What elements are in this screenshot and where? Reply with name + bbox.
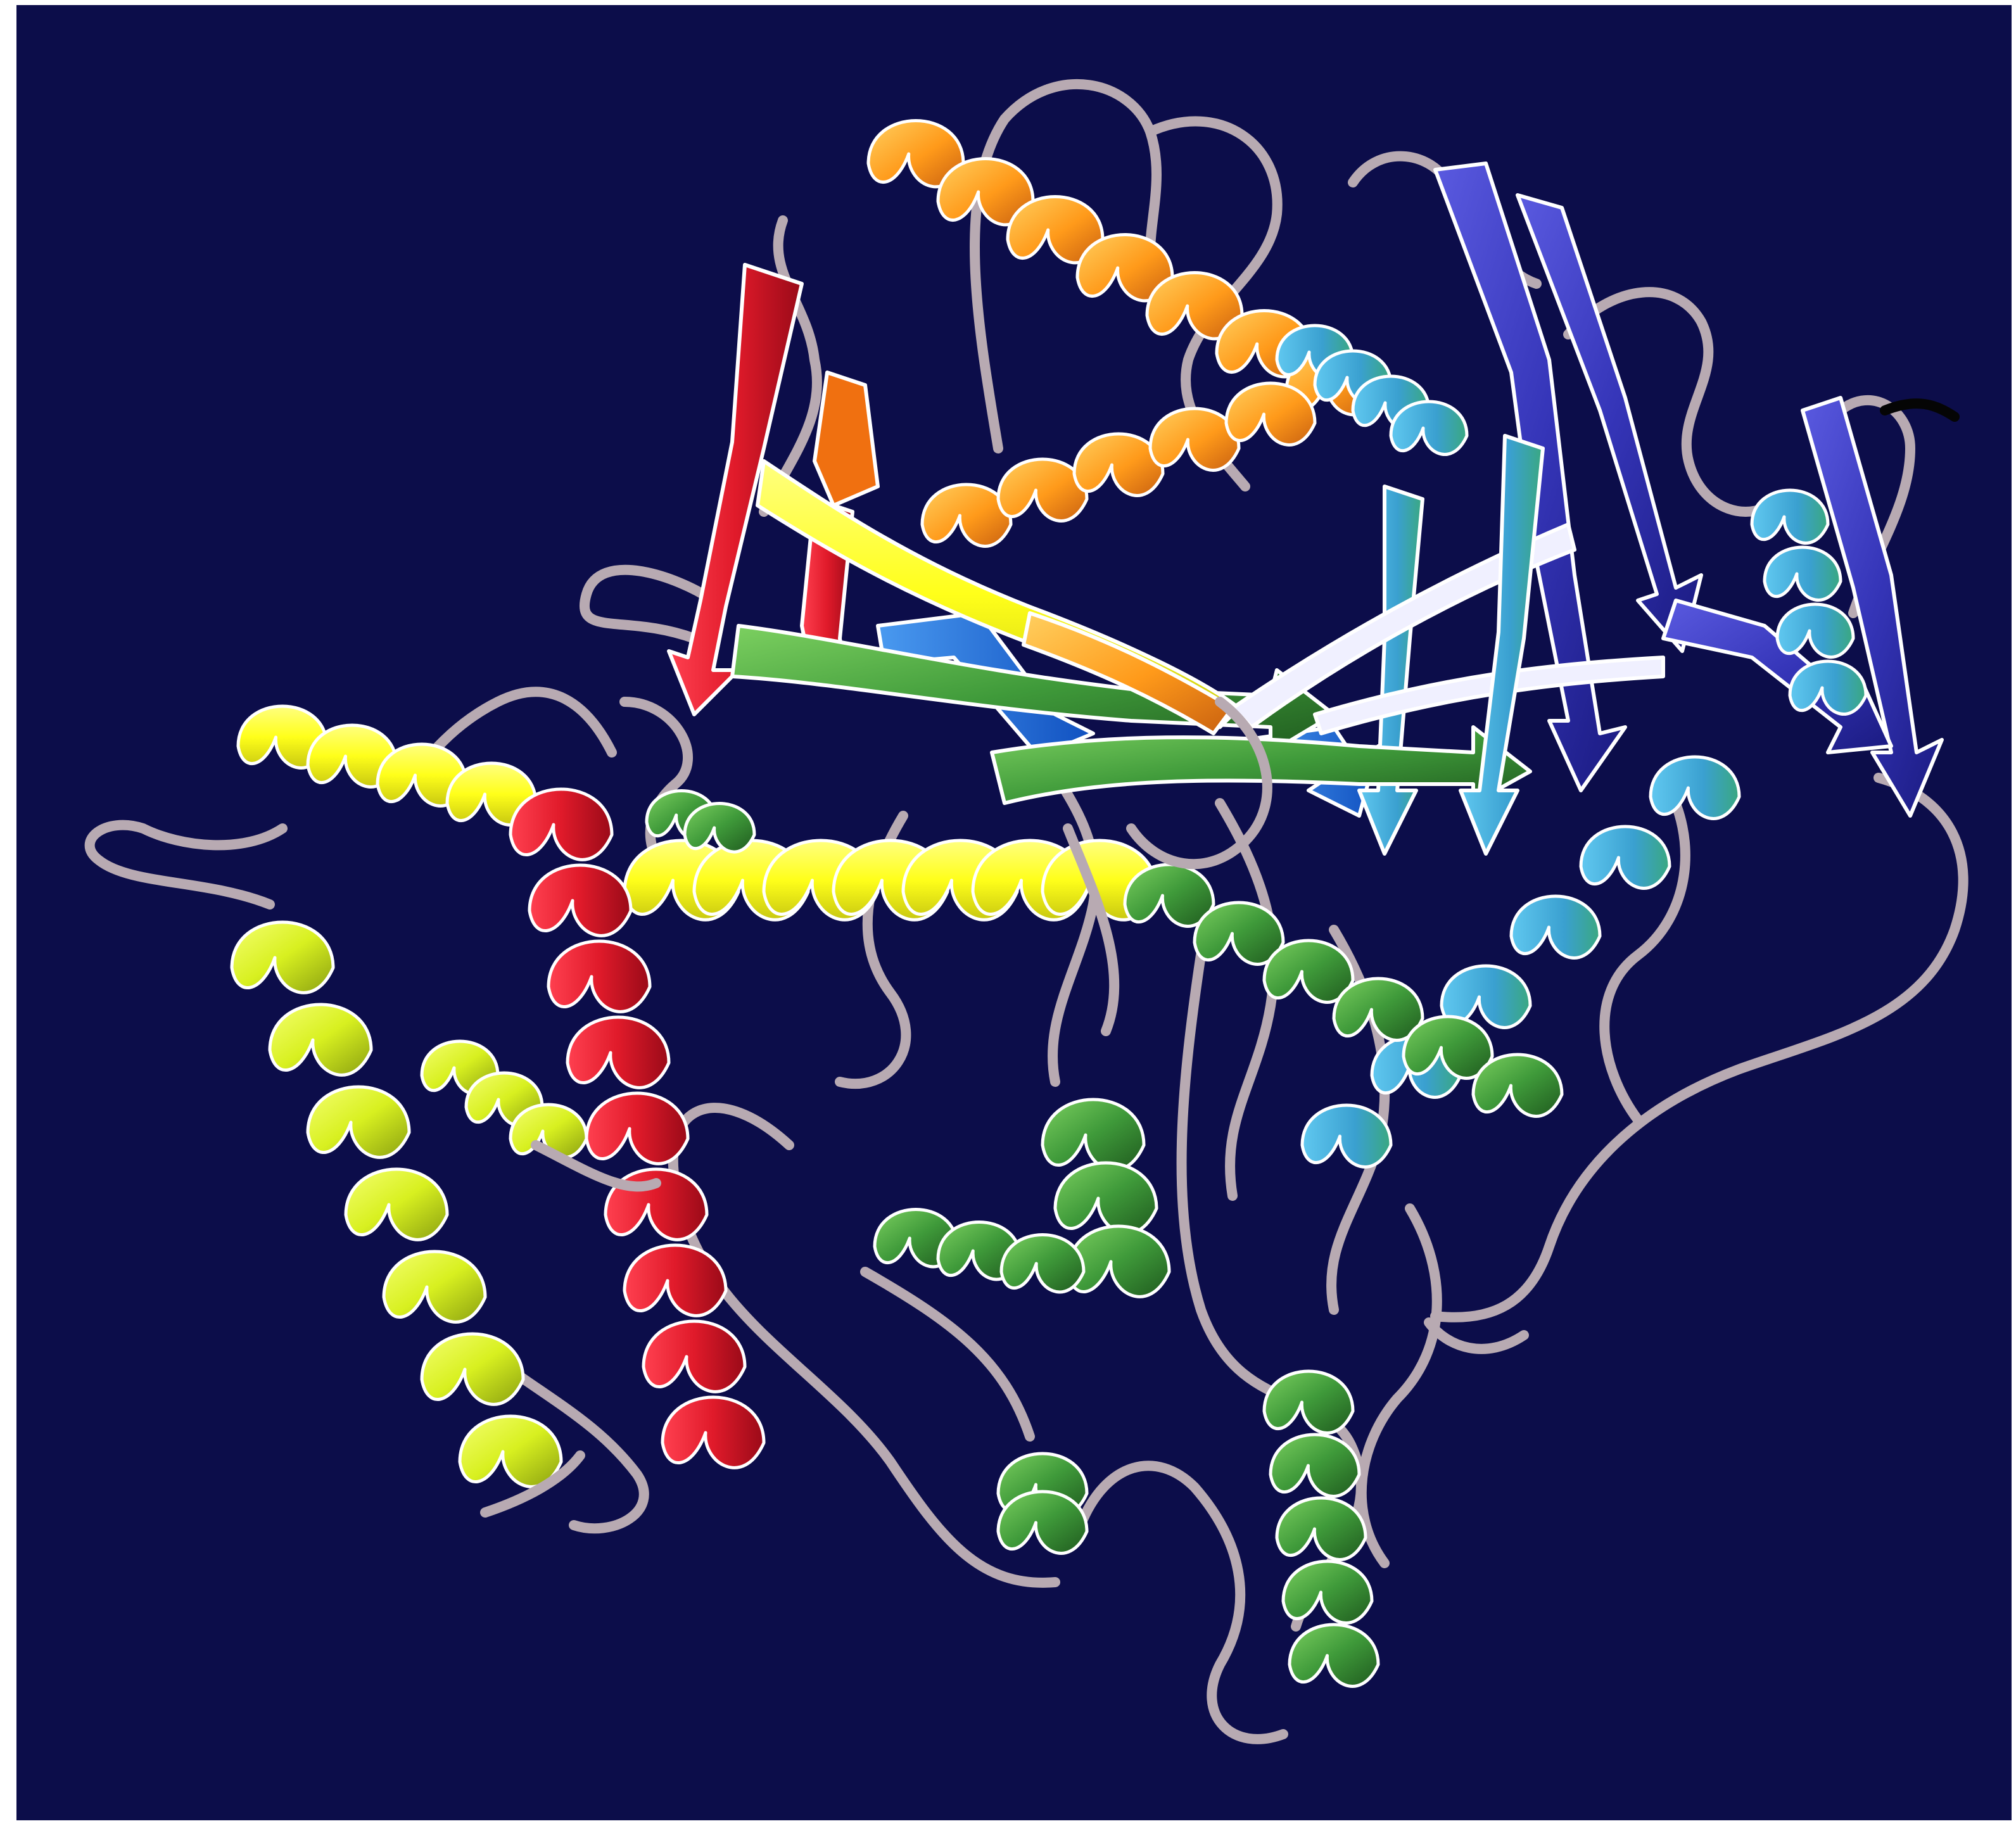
helix-turn xyxy=(420,1332,525,1406)
helix-turn xyxy=(268,1003,373,1077)
helix-turn xyxy=(528,863,633,937)
alpha-helices xyxy=(230,119,1868,1688)
helix-turn xyxy=(1281,1559,1374,1625)
helix-turn xyxy=(1269,1433,1361,1498)
helix-turn xyxy=(1300,1103,1393,1169)
helix-turn xyxy=(1275,1496,1367,1561)
helix-turn xyxy=(509,1103,588,1159)
helix-green-bottom-b xyxy=(1262,1369,1380,1688)
strand-blue-3 xyxy=(1801,396,1944,818)
sheet-yellow-2 xyxy=(1022,611,1234,735)
helix-turn xyxy=(230,920,335,994)
helix-turn xyxy=(920,483,1013,548)
helix-turn xyxy=(585,1091,690,1165)
helix-turn xyxy=(1332,977,1424,1042)
helix-turn xyxy=(1750,488,1830,545)
helix-red-left xyxy=(509,787,766,1469)
helix-turn xyxy=(1053,1161,1158,1235)
helix-turn xyxy=(306,1085,411,1159)
protein-ribbon-render xyxy=(16,5,2012,1820)
helix-turn xyxy=(642,1319,747,1393)
helix-green-small xyxy=(645,789,756,854)
strand-orange-1 xyxy=(813,371,880,507)
coil-loops xyxy=(84,79,1968,1744)
helix-turn xyxy=(382,1250,487,1324)
molecular-viewer[interactable] xyxy=(16,5,2012,1820)
sheet-white-2 xyxy=(1313,656,1665,735)
helix-turn xyxy=(344,1167,449,1241)
helix-turn xyxy=(1041,1098,1146,1172)
helix-turn xyxy=(996,457,1089,523)
helix-turn xyxy=(547,939,652,1013)
helix-turn xyxy=(1224,381,1317,447)
helix-turn xyxy=(999,1233,1086,1294)
helix-turn xyxy=(566,1015,671,1089)
helix-turn xyxy=(1509,894,1602,960)
helix-turn xyxy=(1066,1224,1171,1298)
helix-turn xyxy=(1262,1369,1355,1435)
helix-turn xyxy=(1579,825,1671,890)
helix-turn xyxy=(996,1490,1089,1555)
helix-cyan-right xyxy=(1750,488,1868,716)
helix-turn xyxy=(1389,400,1469,456)
helix-turn xyxy=(1402,1015,1494,1080)
sheet-green-1 xyxy=(730,624,1336,754)
helix-turn xyxy=(1763,545,1842,602)
helix-green-bottom-a xyxy=(996,1452,1089,1555)
helix-turn xyxy=(661,1395,766,1469)
helix-yellow-center xyxy=(623,839,1158,922)
strand-red-1 xyxy=(667,263,804,716)
helix-turn xyxy=(509,787,614,861)
helix-turn xyxy=(1123,863,1215,928)
helix-turn xyxy=(458,1414,563,1488)
helix-cyan-upper xyxy=(1275,324,1469,456)
helix-turn xyxy=(1288,1623,1380,1688)
helix-turn xyxy=(1788,659,1868,716)
helix-turn xyxy=(683,802,756,854)
helix-yellowgreen-small xyxy=(420,1039,588,1159)
helix-green-lower xyxy=(1041,1098,1171,1298)
sheet-white-1 xyxy=(1231,523,1576,729)
helix-turn xyxy=(1072,432,1165,497)
helix-turn xyxy=(1775,602,1855,659)
helix-yellowgreen-left xyxy=(230,920,563,1488)
helix-turn xyxy=(1148,407,1241,472)
helix-orange-mid xyxy=(920,381,1317,548)
helix-turn xyxy=(1471,1053,1564,1118)
strand-cyan-2 xyxy=(1459,434,1545,856)
coil-loops-front xyxy=(480,697,1529,1518)
helix-turn xyxy=(623,1243,728,1317)
helix-turn xyxy=(1649,755,1741,820)
beta-strands-front xyxy=(667,263,1665,856)
helix-green-mid xyxy=(1123,863,1564,1118)
helix-green-left xyxy=(873,1208,1086,1294)
helix-turn xyxy=(1262,939,1355,1004)
helix-turn xyxy=(1193,901,1285,966)
